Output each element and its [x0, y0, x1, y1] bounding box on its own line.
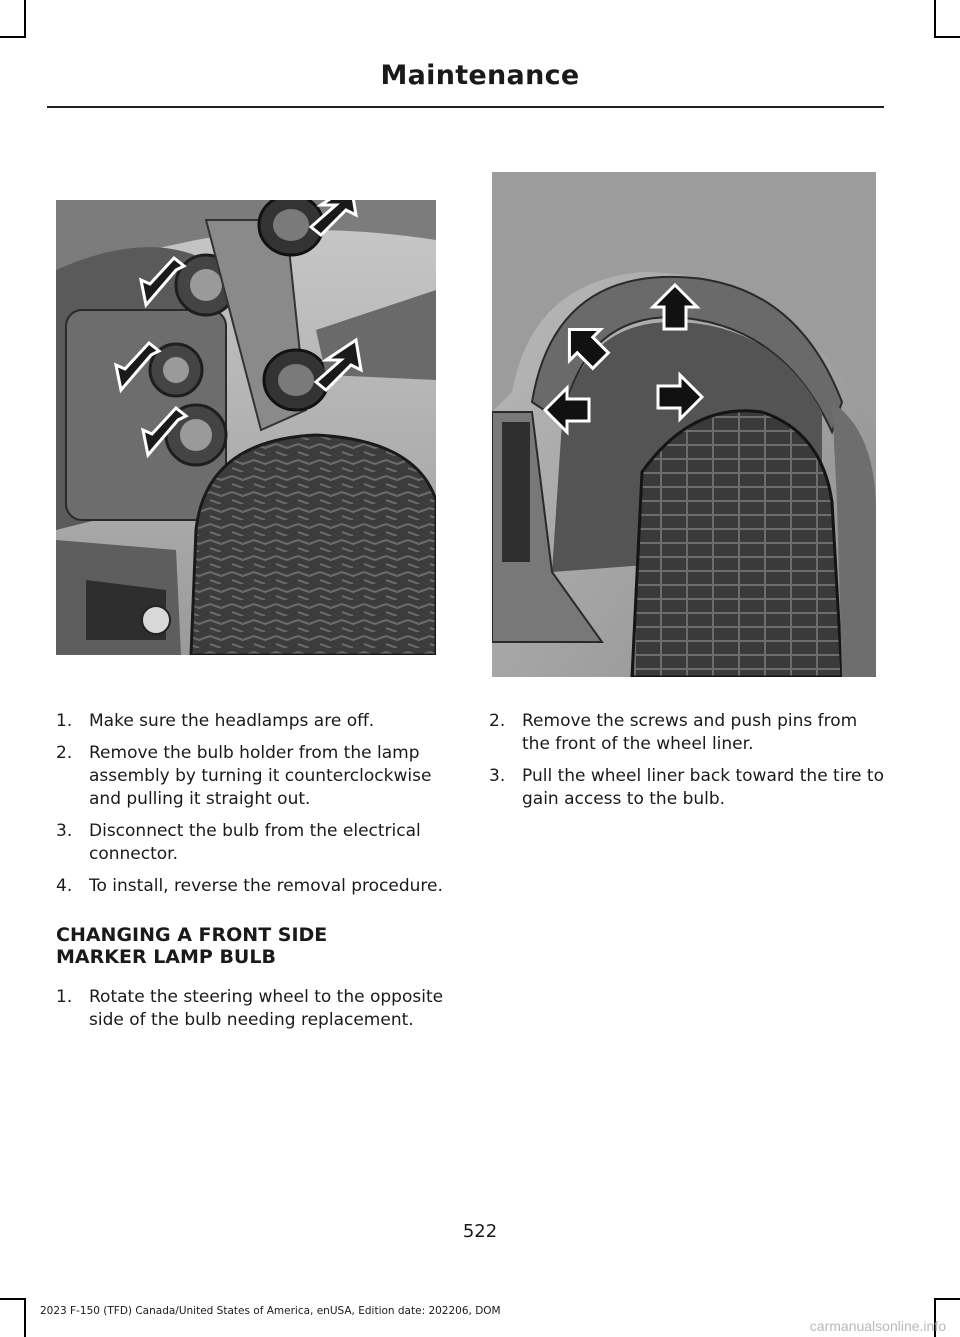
step-text: Disconnect the bulb from the electrical …	[89, 821, 421, 864]
step-number: 1.	[56, 987, 73, 1007]
list-item: 3. Pull the wheel liner back toward the t…	[489, 765, 884, 811]
right-column: 2. Remove the screws and push pins from t…	[489, 710, 884, 820]
page-title: Maintenance	[380, 60, 580, 91]
step-number: 1.	[56, 711, 73, 731]
list-item: 2. Remove the bulb holder from the lamp a…	[56, 742, 451, 811]
wheel-liner-illustration	[492, 172, 876, 677]
step-text: Rotate the steering wheel to the opposit…	[89, 987, 444, 1030]
list-item: 1. Rotate the steering wheel to the oppos…	[56, 986, 451, 1032]
step-number: 3.	[489, 766, 506, 786]
step-text: Remove the screws and push pins from the…	[522, 711, 858, 754]
list-item: 1. Make sure the headlamps are off.	[56, 710, 451, 733]
wheel-liner-steps: 2. Remove the screws and push pins from t…	[489, 710, 884, 811]
step-text: Make sure the headlamps are off.	[89, 711, 375, 731]
list-item: 3. Disconnect the bulb from the electrica…	[56, 820, 451, 866]
step-number: 3.	[56, 821, 73, 841]
left-column: 1. Make sure the headlamps are off. 2. Rem…	[56, 710, 451, 1041]
page-number: 522	[462, 1221, 498, 1242]
step-number: 2.	[489, 711, 506, 731]
list-item: 2. Remove the screws and push pins from t…	[489, 710, 884, 756]
step-number: 4.	[56, 876, 73, 896]
header-divider	[47, 106, 884, 108]
section-heading: CHANGING A FRONT SIDE MARKER LAMP BULB	[56, 924, 328, 968]
crop-mark	[934, 0, 936, 38]
step-text: Remove the bulb holder from the lamp ass…	[89, 743, 432, 809]
side-marker-steps: 1. Rotate the steering wheel to the oppos…	[56, 986, 451, 1032]
headlamp-bulb-illustration	[56, 200, 436, 655]
crop-mark	[0, 1298, 26, 1300]
headlamp-steps: 1. Make sure the headlamps are off. 2. Rem…	[56, 710, 451, 898]
crop-mark	[934, 1298, 936, 1337]
crop-mark	[934, 1298, 960, 1300]
watermark: carmanualsonline.info	[809, 1318, 946, 1334]
list-item: 4. To install, reverse the removal proced…	[56, 875, 451, 898]
step-text: To install, reverse the removal procedur…	[89, 876, 443, 896]
step-text: Pull the wheel liner back toward the tir…	[522, 766, 884, 809]
edition-footer: 2023 F-150 (TFD) Canada/United States of…	[40, 1305, 501, 1317]
crop-mark	[0, 36, 26, 38]
crop-mark	[24, 1298, 26, 1337]
crop-mark	[24, 0, 26, 38]
step-number: 2.	[56, 743, 73, 763]
crop-mark	[934, 36, 960, 38]
